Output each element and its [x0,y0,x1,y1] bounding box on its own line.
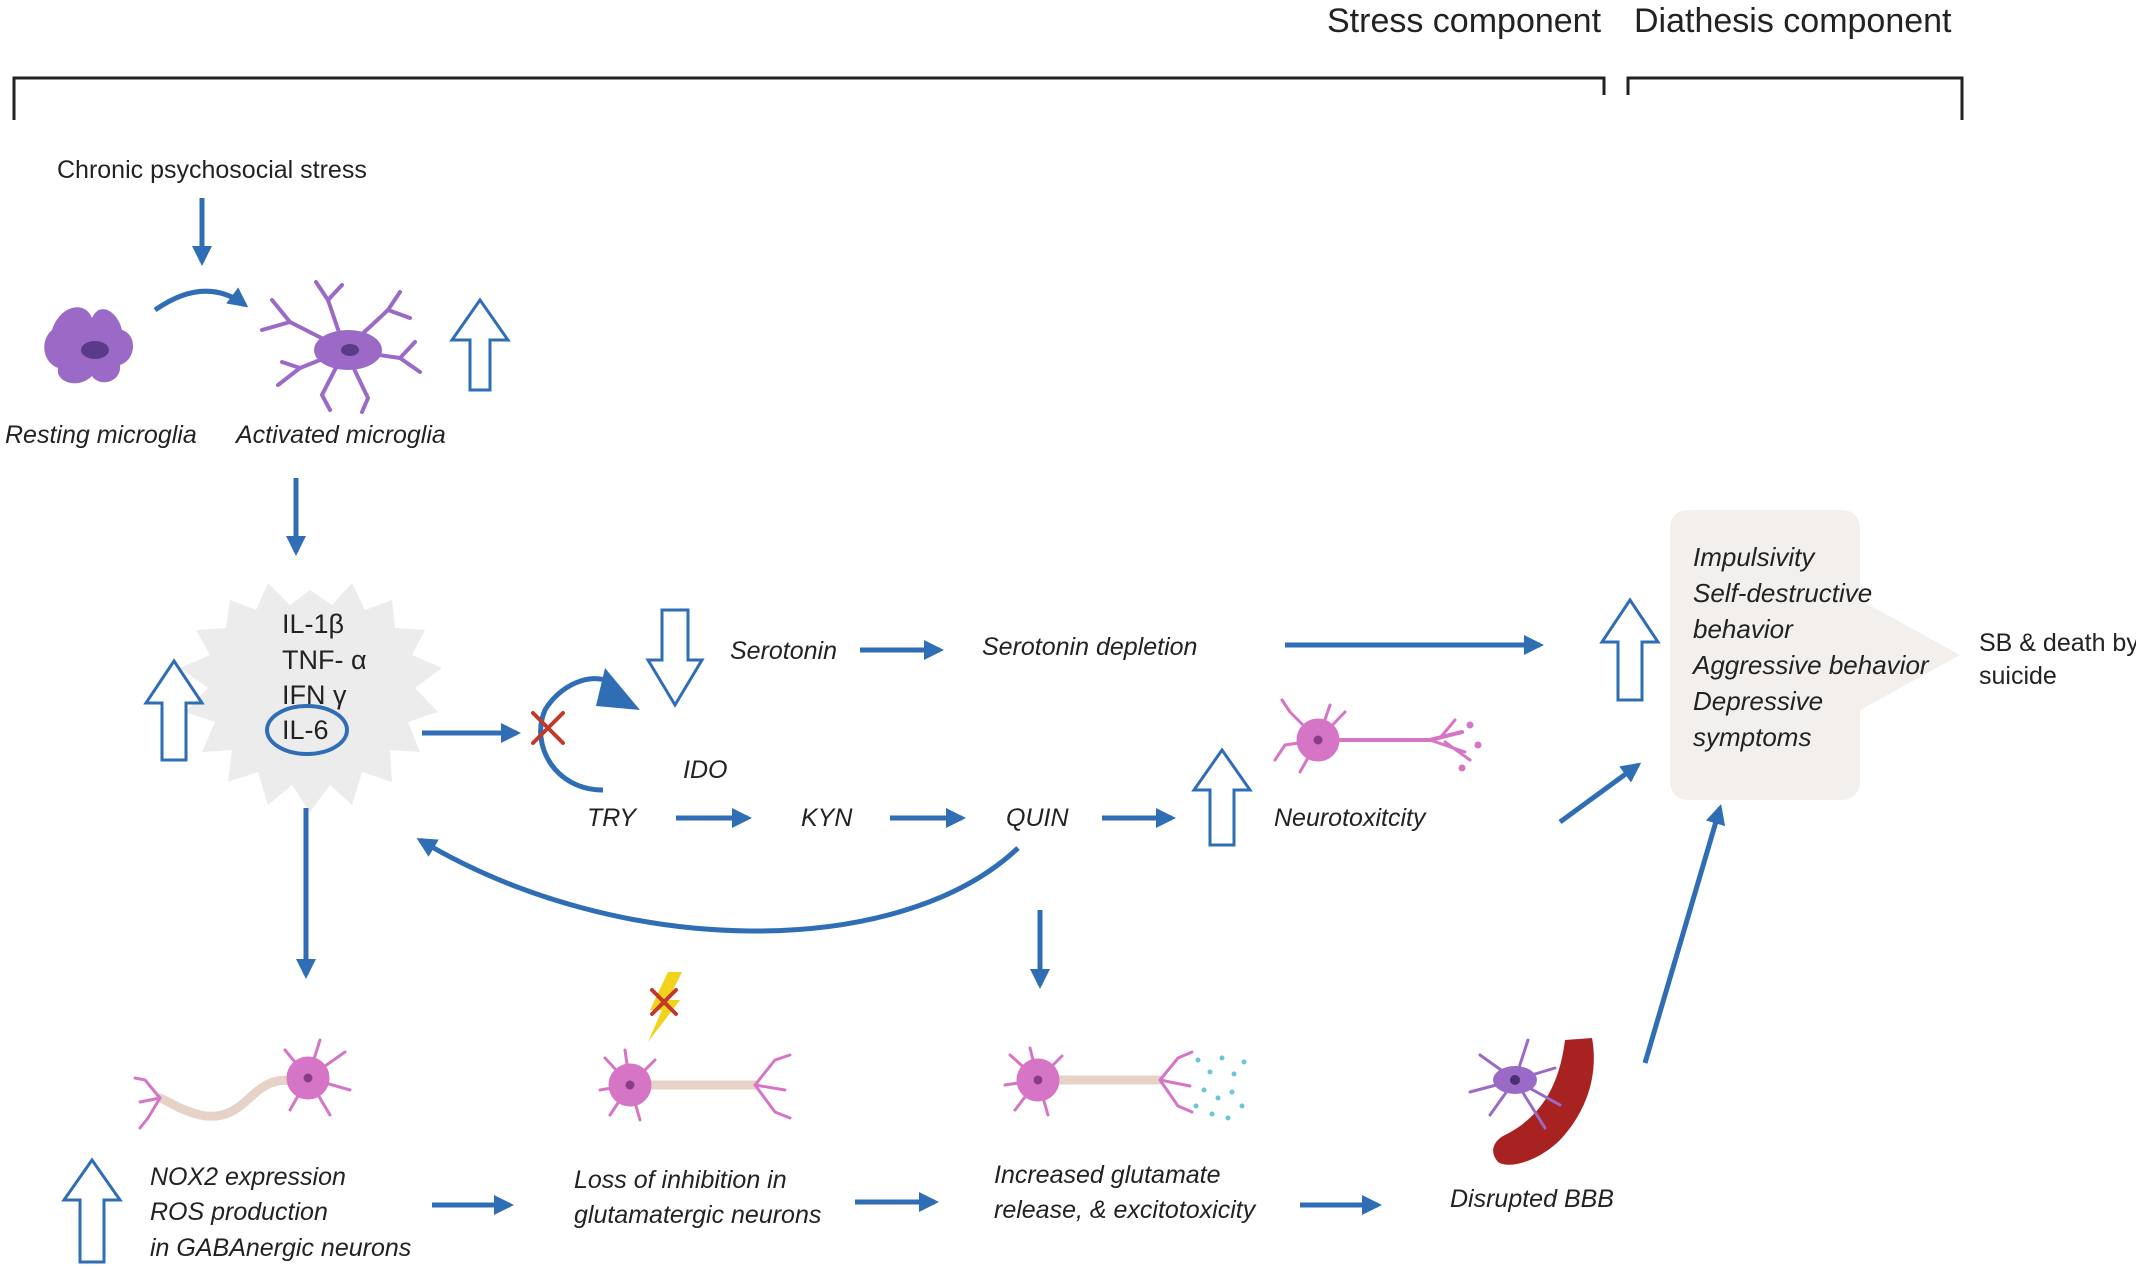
ido-label: IDO [683,756,727,784]
ido-cycle-arc [538,676,612,793]
neurotoxic-neuron-icon [1273,698,1482,774]
excitotoxic-neuron-icon [1003,1046,1194,1117]
inhibition-blocked-x-icon [650,988,678,1016]
outcome-increase-arrow [1599,597,1661,702]
glutamate-release-dots [1193,1055,1247,1121]
outcome-behavior: behavior [1693,614,1794,644]
microglia-increase-arrow [449,297,511,392]
activated-microglia-label: Activated microglia [234,421,446,449]
outcome-depressive: Depressive [1693,686,1823,716]
cytokine-tnfa: TNF- α [282,645,367,675]
outcome-self-destructive: Self-destructive [1693,578,1872,608]
nox2-increase-arrow [61,1157,123,1264]
cytokine-il6: IL-6 [282,715,329,745]
cytokine-increase-arrow [143,658,205,762]
diathesis-component-label: Diathesis component [1634,2,1952,40]
cytokine-starburst [180,583,442,812]
nox2-label-2: ROS production [150,1198,328,1226]
disrupted-bbb-icon [1468,1038,1594,1165]
il6-highlight-circle [265,704,349,756]
loss-inhibition-label-1: Loss of inhibition in [574,1166,787,1194]
blocked-x-icon [531,711,565,745]
outcome-aggressive: Aggressive behavior [1691,650,1930,680]
try-label: TRY [587,804,638,832]
serotonin-label: Serotonin [730,637,837,665]
nox2-label-3: in GABAnergic neurons [150,1234,411,1262]
activated-microglia-icon [260,280,422,414]
resting-microglia-label: Resting microglia [5,421,197,449]
serotonin-decrease-arrow [645,608,705,708]
quin-feedback-arrow [416,837,1020,934]
final-outcome-line1: SB & death by [1979,629,2136,657]
outcome-symptoms: symptoms [1693,722,1811,752]
final-outcome-line2: suicide [1979,662,2057,690]
resting-microglia-icon [44,307,134,384]
nox2-label-1: NOX2 expression [150,1163,346,1191]
chronic-stress-label: Chronic psychosocial stress [57,156,367,184]
neurotoxicity-increase-arrow [1191,747,1253,847]
neurotoxicity-to-outcome-arrow [1558,762,1642,825]
glutamatergic-neuron-icon [598,1048,792,1122]
cytokine-il1b: IL-1β [282,609,344,639]
bbb-to-outcome-arrow [1642,804,1726,1064]
gabaergic-neuron-icon [133,1038,352,1130]
lightning-icon [648,972,682,1042]
ido-cycle-arrowhead [596,668,640,710]
kyn-label: KYN [801,804,853,832]
outcome-impulsivity: Impulsivity [1693,542,1816,572]
serotonin-depletion-label: Serotonin depletion [982,633,1197,661]
loss-inhibition-label-2: glutamatergic neurons [574,1201,821,1229]
disrupted-bbb-label: Disrupted BBB [1450,1185,1614,1213]
resting-to-activated-arrow [153,287,249,313]
header-bracket [12,76,1964,120]
glutamate-label-2: release, & excitotoxicity [994,1196,1257,1224]
outcome-box [1670,510,1960,800]
neurotoxicity-label: Neurotoxitcity [1274,804,1427,832]
quin-label: QUIN [1006,804,1069,832]
stress-component-label: Stress component [1327,2,1602,40]
glutamate-label-1: Increased glutamate [994,1161,1221,1189]
